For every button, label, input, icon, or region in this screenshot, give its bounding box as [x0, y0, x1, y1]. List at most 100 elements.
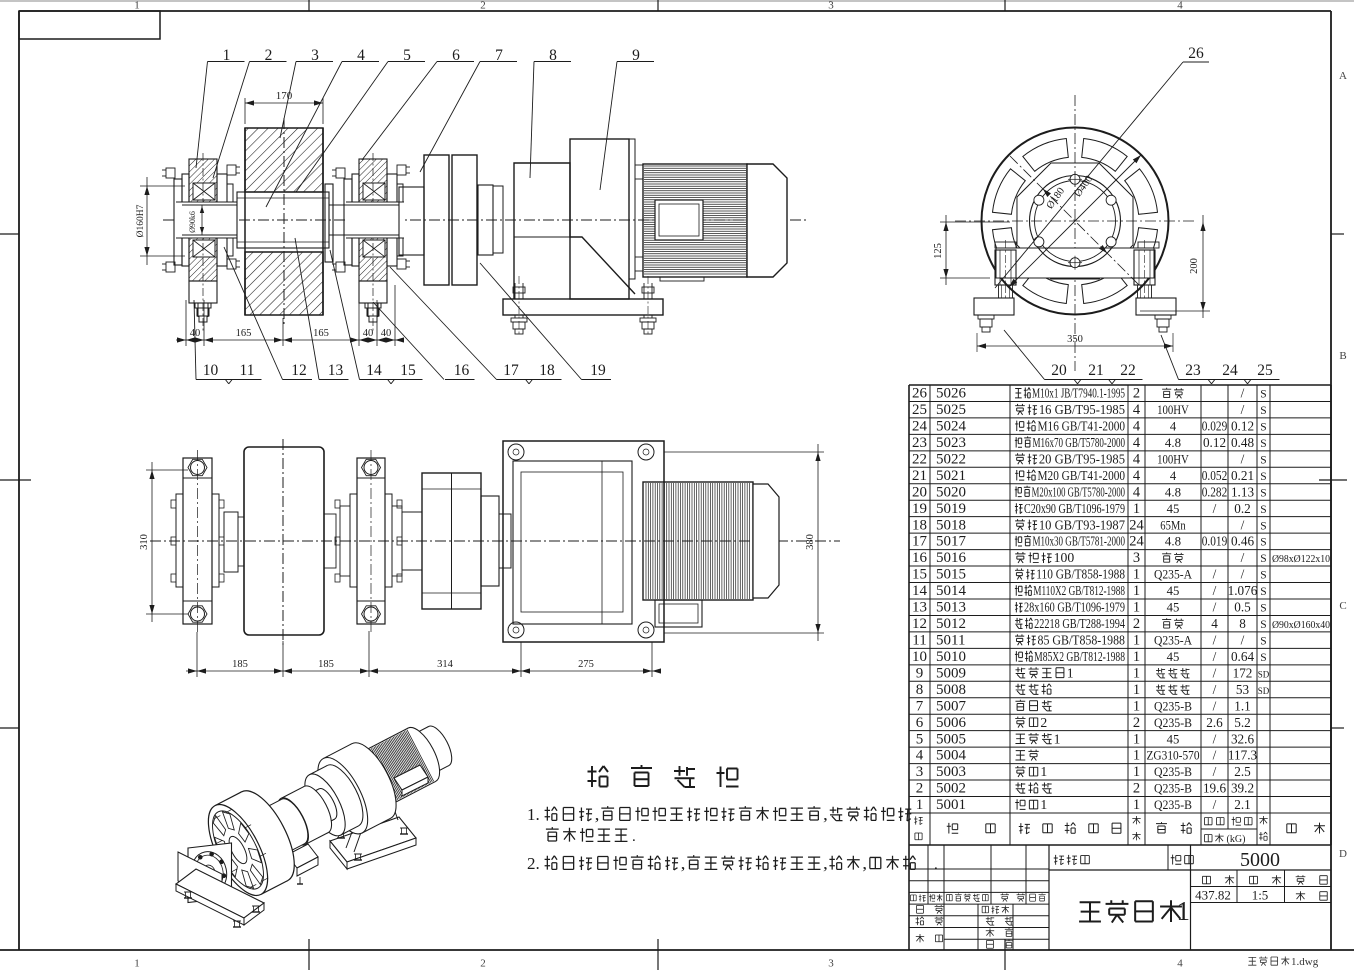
svg-text:1.1: 1.1 [1234, 698, 1250, 713]
svg-text:4: 4 [357, 47, 365, 64]
svg-text:24: 24 [1222, 362, 1238, 379]
svg-text:C20x90 GB/T1096-1979: C20x90 GB/T1096-1979 [1024, 501, 1125, 516]
svg-text:53: 53 [1236, 682, 1250, 697]
svg-text:Ø90k6: Ø90k6 [188, 211, 197, 233]
svg-text:Q235-B: Q235-B [1154, 765, 1192, 779]
svg-text:0.46: 0.46 [1231, 534, 1254, 549]
svg-text:1: 1 [1133, 600, 1140, 616]
svg-text:12: 12 [912, 616, 927, 632]
svg-text:6: 6 [452, 47, 460, 64]
svg-text:1.13: 1.13 [1231, 484, 1254, 499]
svg-text:.: . [632, 829, 636, 845]
svg-text:1: 1 [1133, 665, 1140, 681]
svg-text:0.21: 0.21 [1231, 468, 1254, 483]
svg-text:5021: 5021 [936, 468, 966, 484]
svg-text:2: 2 [1133, 715, 1140, 731]
svg-text:10 GB/T93-1987: 10 GB/T93-1987 [1039, 517, 1125, 532]
svg-text:13: 13 [912, 600, 927, 616]
svg-text:0.12: 0.12 [1203, 435, 1226, 450]
svg-text:8: 8 [916, 682, 924, 698]
svg-text:165: 165 [313, 328, 329, 339]
svg-text:Ø90xØ160x40: Ø90xØ160x40 [1272, 620, 1330, 631]
svg-text:B: B [1339, 350, 1346, 362]
svg-text:1: 1 [1040, 797, 1047, 812]
svg-text:2.: 2. [527, 854, 540, 873]
svg-text:18: 18 [539, 362, 555, 379]
svg-text:5000: 5000 [1240, 849, 1280, 871]
svg-text:4: 4 [1133, 435, 1141, 451]
svg-text:0.48: 0.48 [1231, 435, 1254, 450]
svg-text:Q235-A: Q235-A [1154, 634, 1192, 648]
svg-text:C: C [1339, 600, 1346, 612]
svg-text:28x160 GB/T1096-1979: 28x160 GB/T1096-1979 [1024, 600, 1125, 615]
svg-text:/: / [1213, 698, 1217, 713]
svg-text:2: 2 [265, 47, 273, 64]
svg-text:15: 15 [912, 567, 927, 583]
svg-text:M110X2 GB/T812-1988: M110X2 GB/T812-1988 [1033, 583, 1125, 598]
svg-text:4: 4 [1133, 468, 1141, 484]
svg-text:/: / [1213, 567, 1217, 582]
svg-text:1: 1 [1133, 682, 1140, 698]
svg-text:1: 1 [223, 47, 231, 64]
svg-text:7: 7 [916, 698, 924, 714]
svg-text:100: 100 [1054, 550, 1075, 565]
svg-text:185: 185 [318, 659, 334, 670]
svg-text:ZG310-570: ZG310-570 [1147, 749, 1200, 763]
svg-text:/: / [1241, 517, 1245, 532]
svg-text:125: 125 [933, 243, 944, 259]
svg-text:20: 20 [912, 484, 927, 500]
svg-text:4.8: 4.8 [1165, 535, 1181, 549]
svg-text:8: 8 [1239, 616, 1246, 631]
svg-text:1:5: 1:5 [1252, 888, 1269, 903]
svg-text:275: 275 [578, 659, 594, 670]
svg-text:SD: SD [1258, 669, 1270, 679]
svg-text:45: 45 [1167, 732, 1180, 746]
svg-text:314: 314 [437, 659, 454, 670]
svg-text:4: 4 [1177, 958, 1183, 970]
svg-text:437.82: 437.82 [1195, 888, 1231, 903]
svg-text:1: 1 [1133, 501, 1140, 517]
svg-text:11: 11 [240, 362, 255, 379]
svg-text:16: 16 [912, 550, 928, 566]
svg-text:A: A [1339, 70, 1347, 82]
svg-text:16: 16 [454, 362, 470, 379]
svg-text:5010: 5010 [936, 649, 966, 665]
svg-text:/: / [1241, 451, 1245, 466]
svg-text:5016: 5016 [936, 550, 967, 566]
svg-text:S: S [1260, 454, 1266, 466]
svg-text:S: S [1260, 487, 1266, 499]
svg-text:D: D [1339, 848, 1347, 860]
svg-text:14: 14 [366, 362, 382, 379]
svg-text:S: S [1260, 422, 1266, 434]
svg-text:5024: 5024 [936, 419, 967, 435]
svg-text:100HV: 100HV [1157, 403, 1189, 417]
svg-text:5: 5 [403, 47, 411, 64]
svg-text:5.2: 5.2 [1234, 715, 1250, 730]
svg-text:S: S [1260, 471, 1266, 483]
svg-text:1: 1 [1177, 896, 1191, 926]
svg-text:1: 1 [134, 958, 140, 970]
svg-text:2.6: 2.6 [1206, 715, 1223, 730]
svg-text:S: S [1260, 652, 1266, 664]
svg-text:1: 1 [1133, 567, 1140, 583]
svg-text:5009: 5009 [936, 665, 966, 681]
svg-text:15: 15 [400, 362, 416, 379]
svg-text:/: / [1213, 633, 1217, 648]
svg-text:5014: 5014 [936, 583, 967, 599]
svg-text:1: 1 [916, 797, 924, 813]
svg-text:10: 10 [203, 362, 219, 379]
svg-text:25: 25 [912, 402, 927, 418]
svg-text:S: S [1260, 520, 1266, 532]
svg-text:2: 2 [1133, 616, 1140, 632]
svg-text:22218 GB/T288-1994: 22218 GB/T288-1994 [1034, 616, 1125, 631]
svg-text:3: 3 [828, 0, 834, 12]
svg-text:21: 21 [912, 468, 927, 484]
svg-text:19: 19 [912, 501, 927, 517]
svg-text:100HV: 100HV [1157, 452, 1189, 466]
svg-text:5019: 5019 [936, 501, 966, 517]
svg-text:5022: 5022 [936, 451, 966, 467]
svg-text:1: 1 [1133, 633, 1140, 649]
svg-text:26: 26 [1188, 45, 1204, 62]
svg-text:0.64: 0.64 [1231, 649, 1254, 664]
svg-text:4: 4 [1133, 451, 1141, 467]
